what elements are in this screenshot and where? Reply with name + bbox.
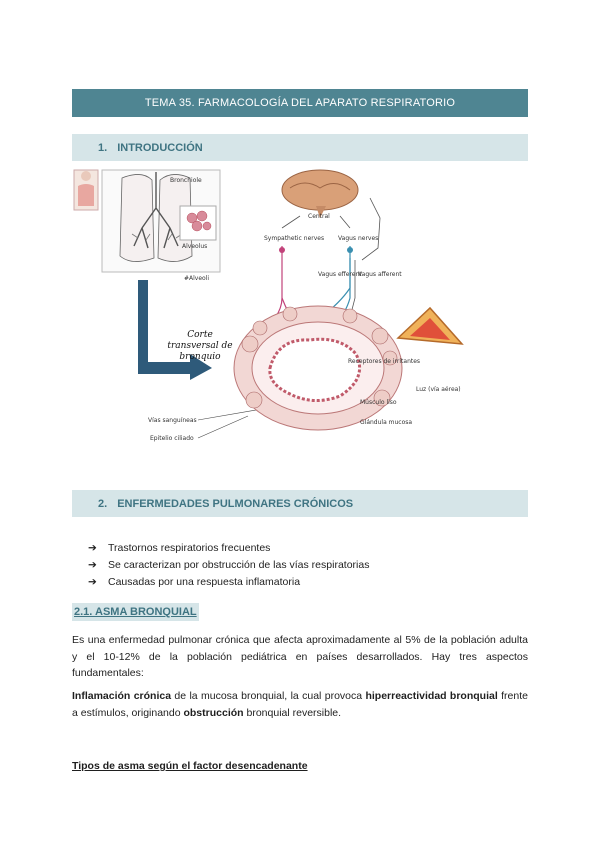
central-label: Central [308,213,330,220]
arrow-bullet-icon: ➔ [88,542,97,554]
paragraph-text: de la mucosa bronquial, la cual provoca [171,690,366,702]
list-item: ➔ Causadas por una respuesta inflamatoria [88,574,369,591]
mucous-gland-label: Glándula mucosa [360,419,412,426]
vagus-label: Vagus nerves [338,235,378,242]
section-label: ENFERMEDADES PULMONARES CRÓNICOS [117,497,354,510]
list-item-text: Se caracterizan por obstrucción de las v… [108,559,370,571]
subsection-heading-asma: 2.1. ASMA BRONQUIAL [72,603,199,621]
smooth-muscle-label: Músculo liso [360,399,397,406]
brain-icon [281,169,359,218]
lung-anatomy-figure: Bronchiole Alveolus #Alveoli [72,168,222,283]
small-figure-caption: #Alveoli [184,275,209,282]
paragraph-text: bronquial reversible. [243,706,342,719]
section-heading-enfermedades: 2. ENFERMEDADES PULMONARES CRÓNICOS [72,490,528,517]
vagus-efferent-label: Vagus efferent [318,271,362,278]
arrow-bullet-icon: ➔ [88,576,97,588]
arrow-caption-line2: transversal de [167,341,233,351]
section-label: INTRODUCCIÓN [117,141,203,154]
blood-vessels-label: Vías sanguíneas [148,417,197,424]
section-heading-introduccion: 1. INTRODUCCIÓN [72,134,528,161]
torso-icon [73,169,99,211]
section-number: 2. [98,497,108,510]
list-item-text: Causadas por una respuesta inflamatoria [108,576,301,588]
arrow-caption-line1: Corte [187,330,213,340]
bold-term-hiperreactividad: hiperreactividad bronquial [365,690,498,702]
arrow-right-icon [130,280,225,380]
list-item: ➔ Trastornos respiratorios frecuentes [88,540,369,557]
bold-term-obstruccion: obstrucción [183,706,244,719]
list-item: ➔ Se caracterizan por obstrucción de las … [88,557,369,574]
section-number: 1. [98,141,108,154]
types-heading: Tipos de asma según el factor desencaden… [72,760,308,772]
vagus-afferent-label: Vagus afferent [358,271,402,278]
paragraph-text: frente a estímulos, originando [72,690,528,719]
bold-term-inflamacion: Inflamación crónica [72,690,172,702]
bronchus-cross-section-figure: Central Sympathetic nerves Vagus nerves … [230,168,470,448]
bronchiole-label: Bronchiole [170,177,202,184]
arrow-caption-line3: bronquio [179,352,221,362]
lumen-label: Luz (vía aérea) [416,386,461,393]
document-title: TEMA 35. FARMACOLOGÍA DEL APARATO RESPIR… [72,89,528,117]
irritant-receptors-label: Receptores de irritantes [348,358,420,365]
paragraph-intro: Es una enfermedad pulmonar crónica que a… [72,634,528,679]
alveolus-label: Alveolus [182,243,207,250]
sympathetic-label: Sympathetic nerves [264,235,324,242]
arrow-bullet-icon: ➔ [88,559,97,571]
ciliated-epithelium-label: Epitelio ciliado [150,435,194,442]
bullet-list: ➔ Trastornos respiratorios frecuentes ➔ Se… [88,540,369,591]
paragraph-aspects: Inflamación crónica de la mucosa bronqui… [72,688,528,721]
list-item-text: Trastornos respiratorios frecuentes [108,542,271,554]
arrow-caption: Corte transversal de bronquio [160,330,240,363]
